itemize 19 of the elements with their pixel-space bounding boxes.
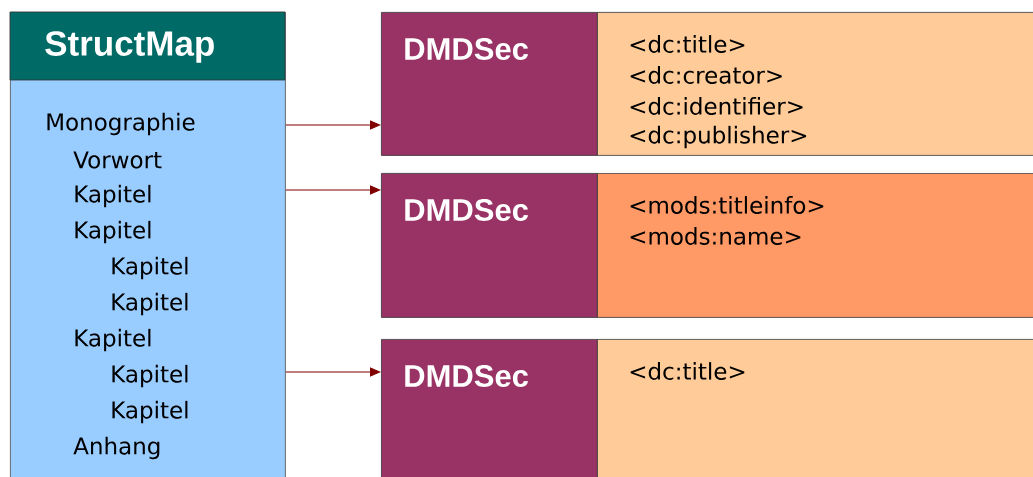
element-list-box: <mods:titleinfo> <mods:name> <box>597 173 1033 318</box>
section-box: DMDSec <box>381 12 598 156</box>
section-box: DMDSec <box>381 339 598 477</box>
list-item: Kapitel <box>75 328 151 352</box>
list-item: Anhang <box>73 436 160 460</box>
section-box: DMDSec <box>381 173 598 318</box>
arrow <box>285 185 381 195</box>
element-list-box: <dc:title> <dc:creator> <dc:identifier> <dc:publisher> <box>597 12 1033 156</box>
list-item: Kapitel <box>112 400 188 424</box>
arrow <box>285 367 381 377</box>
list-item: Kapitel <box>75 184 151 208</box>
list-item: Kapitel <box>112 364 188 388</box>
list-item: Kapitel <box>112 256 188 280</box>
list-item: Kapitel <box>112 292 188 316</box>
arrow <box>285 120 381 130</box>
list-item: Monographie <box>47 112 195 136</box>
list-item: Vorwort <box>73 151 162 169</box>
element-list-box: <dc:title> <box>597 339 1033 477</box>
list-item: Kapitel <box>75 220 151 244</box>
